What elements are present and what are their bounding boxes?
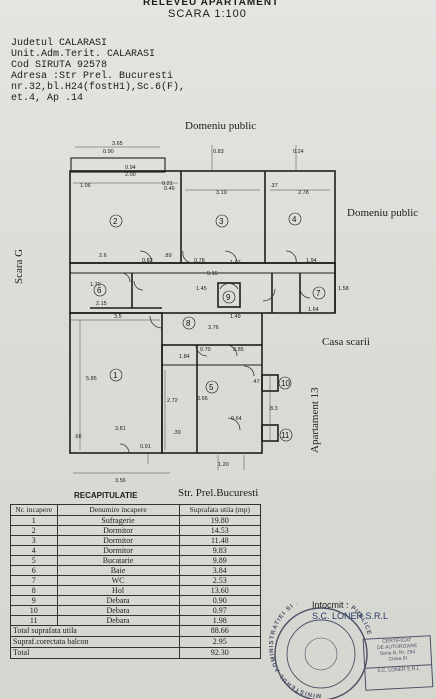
plan-walls: [69, 157, 336, 454]
cert-company: S.C. LONER S.R.L: [365, 664, 432, 675]
dim-value: 8.3: [270, 406, 278, 412]
col-name-header: Denumire incapere: [56, 504, 180, 516]
dim-value: 3.65: [112, 141, 123, 147]
label-domeniu-public-right: Domeniu public: [347, 207, 419, 219]
dim-value: 1.94: [306, 258, 317, 264]
dim-value: 1.45: [196, 286, 207, 292]
dim-value: 2.6: [99, 253, 107, 259]
address-line: Adresa :Str Prel. Bucuresti: [11, 71, 174, 82]
dim-value: 3.76: [208, 325, 219, 331]
dim-value: 0.90: [103, 149, 114, 155]
room-number: 11: [281, 431, 290, 440]
dim-value: 1.97: [230, 260, 241, 266]
dim-value: 0.24: [293, 149, 304, 155]
label-casa-scarii: Casa scarii: [322, 336, 370, 348]
room-number: 9: [226, 293, 231, 302]
certificate-stamp: CERTIFICAT DE AUTORIZARE Seria B, Nr. 29…: [362, 635, 434, 691]
dim-value: 2.00: [125, 172, 136, 178]
room-number: 5: [209, 383, 214, 392]
room-number: 4: [292, 215, 297, 224]
dim-value: 1.06: [80, 183, 91, 189]
dim-value: 0.85: [233, 347, 244, 353]
address-line: Cod SIRUTA 92578: [11, 60, 108, 71]
room-number: 10: [281, 379, 290, 388]
dim-value: 1.20: [218, 462, 229, 468]
room-numbers: 2 3 4 1 5 6 7 8 9 10 11: [97, 215, 321, 440]
dim-value: 0.46: [164, 186, 175, 192]
plan-doors: [119, 250, 311, 454]
dim-value: 0.94: [125, 165, 136, 171]
room-number: 3: [219, 217, 224, 226]
dim-value: .39: [173, 430, 181, 436]
room-number: 6: [97, 286, 102, 295]
dim-value: 1.58: [338, 286, 349, 292]
dim-value: 0.21: [162, 181, 173, 187]
col-area-header: Suprafata utila (mp): [178, 504, 262, 516]
dim-value: 0.82: [142, 258, 153, 264]
dim-value: 1.64: [308, 307, 319, 313]
dim-value: 1.49: [230, 314, 241, 320]
dim-value: 2.72: [167, 398, 178, 404]
address-line: Judetul CALARASI: [11, 38, 108, 49]
dim-value: 3.66: [197, 396, 208, 402]
dim-value: 3.56: [115, 478, 126, 484]
dim-value: 5.15: [207, 271, 218, 277]
dim-value: 3.81: [115, 426, 126, 432]
recap-table: Nr. incapere Denumire incapere Suprafata…: [10, 504, 262, 659]
dim-value: 0.64: [231, 416, 242, 422]
plan-dim-lines: [70, 145, 330, 474]
dim-value: 3.19: [216, 190, 227, 196]
document-title: RELEVEU APARTAMENT: [143, 0, 280, 8]
dim-value: .47: [252, 379, 260, 385]
dim-value: 2.78: [298, 190, 309, 196]
dim-value: 1.70: [90, 282, 101, 288]
round-stamp: MINISTERUL ADMINISTRATIEI SI INTERNELOR …: [269, 604, 371, 699]
address-block: Judetul CALARASI Unit.Adm.Terit. CALARAS…: [11, 38, 185, 104]
dim-value: 0.83: [213, 149, 224, 155]
company-name: S.C. LONER S.R.L: [312, 611, 389, 621]
col-nr-header: Nr. incapere: [10, 504, 58, 516]
dimension-values: 3.65 0.94 2.00 1.06 0.46 3.19 .37 2.78 2…: [74, 141, 349, 484]
address-line: Unit.Adm.Terit. CALARASI: [11, 49, 156, 60]
room-number: 7: [316, 289, 321, 298]
room-number: 1: [113, 371, 118, 380]
document-scale: SCARA 1:100: [168, 8, 247, 20]
dim-value: 0.91: [140, 444, 151, 450]
label-domeniu-public-top: Domeniu public: [185, 120, 257, 132]
dim-value: .89: [164, 253, 172, 259]
dim-value: .66: [74, 434, 82, 440]
recap-title: RECAPITULATIE: [74, 491, 138, 500]
label-street: Str. Prel.Bucuresti: [178, 487, 259, 499]
dim-value: 3.5: [114, 314, 122, 320]
dim-value: 2.15: [96, 301, 107, 307]
room-number: 2: [113, 217, 118, 226]
floor-plan: 2 3 4 1 5 6 7 8 9 10 11 3.65 0.94 2.00 1…: [69, 141, 349, 484]
intocmit-label: Intocmit :: [312, 600, 349, 610]
dim-value: 0.70: [200, 347, 211, 353]
dim-value: 5.85: [86, 376, 97, 382]
room-circles: [93, 212, 326, 442]
address-line: et.4, Ap .14: [11, 93, 84, 104]
address-line: nr.32,bl.H24(fostH1),Sc.6(F),: [11, 82, 186, 93]
dim-value: 1.84: [179, 354, 190, 360]
dim-value: 0.78: [194, 258, 205, 264]
room-number: 8: [186, 319, 191, 328]
dim-value: .37: [270, 183, 278, 189]
